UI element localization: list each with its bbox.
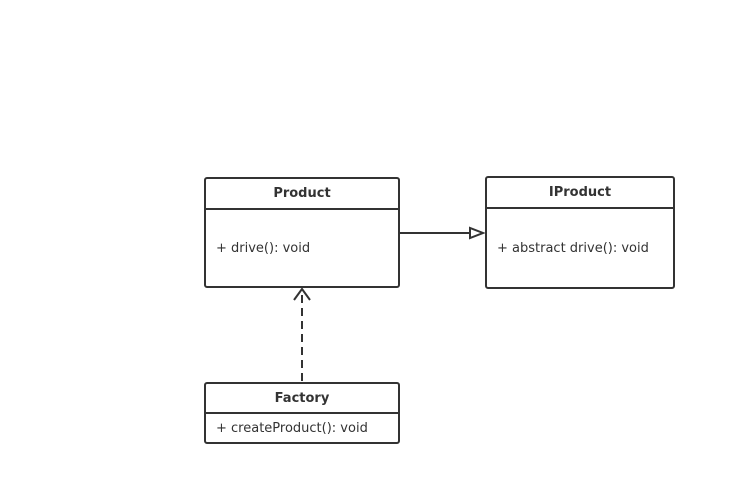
class-iproduct-method: + abstract drive(): void — [497, 240, 649, 256]
class-product-method: + drive(): void — [216, 240, 311, 256]
class-iproduct-methods: + abstract drive(): void — [487, 209, 673, 287]
class-product-name: Product — [206, 179, 398, 210]
class-factory-name: Factory — [206, 384, 398, 414]
class-product-methods: + drive(): void — [206, 210, 398, 286]
class-factory[interactable]: Factory + createProduct(): void — [204, 382, 400, 444]
realization-arrowhead — [469, 226, 486, 240]
class-factory-method: + createProduct(): void — [216, 420, 368, 436]
dependency-arrowhead — [293, 287, 311, 301]
class-iproduct[interactable]: IProduct + abstract drive(): void — [485, 176, 675, 289]
class-factory-methods: + createProduct(): void — [206, 414, 398, 442]
class-iproduct-name: IProduct — [487, 178, 673, 209]
class-product[interactable]: Product + drive(): void — [204, 177, 400, 288]
